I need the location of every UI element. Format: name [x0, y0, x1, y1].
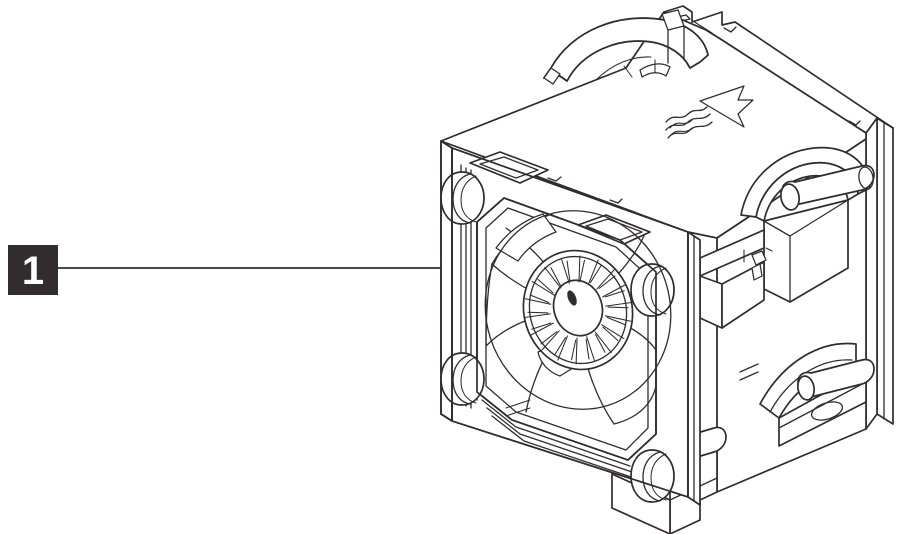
front-frame-overlay-edges	[440, 140, 689, 498]
grommet-top-left	[440, 171, 485, 225]
rear-right-panel	[865, 117, 894, 430]
upper-latch-assembly	[699, 146, 875, 329]
mounting-grommets	[440, 171, 675, 503]
hub-vent-slots	[524, 255, 632, 365]
callout-1-box	[8, 245, 58, 295]
top-carrying-handle	[543, 9, 709, 85]
fan-hub	[522, 249, 634, 371]
lower-latch-foot-assembly	[739, 342, 875, 447]
fan-module	[440, 5, 894, 534]
airflow-arrow-icon	[665, 85, 754, 139]
grommet-bottom-right	[630, 449, 675, 503]
callout-1: 1	[8, 245, 452, 295]
callout-1-number: 1	[22, 249, 44, 293]
